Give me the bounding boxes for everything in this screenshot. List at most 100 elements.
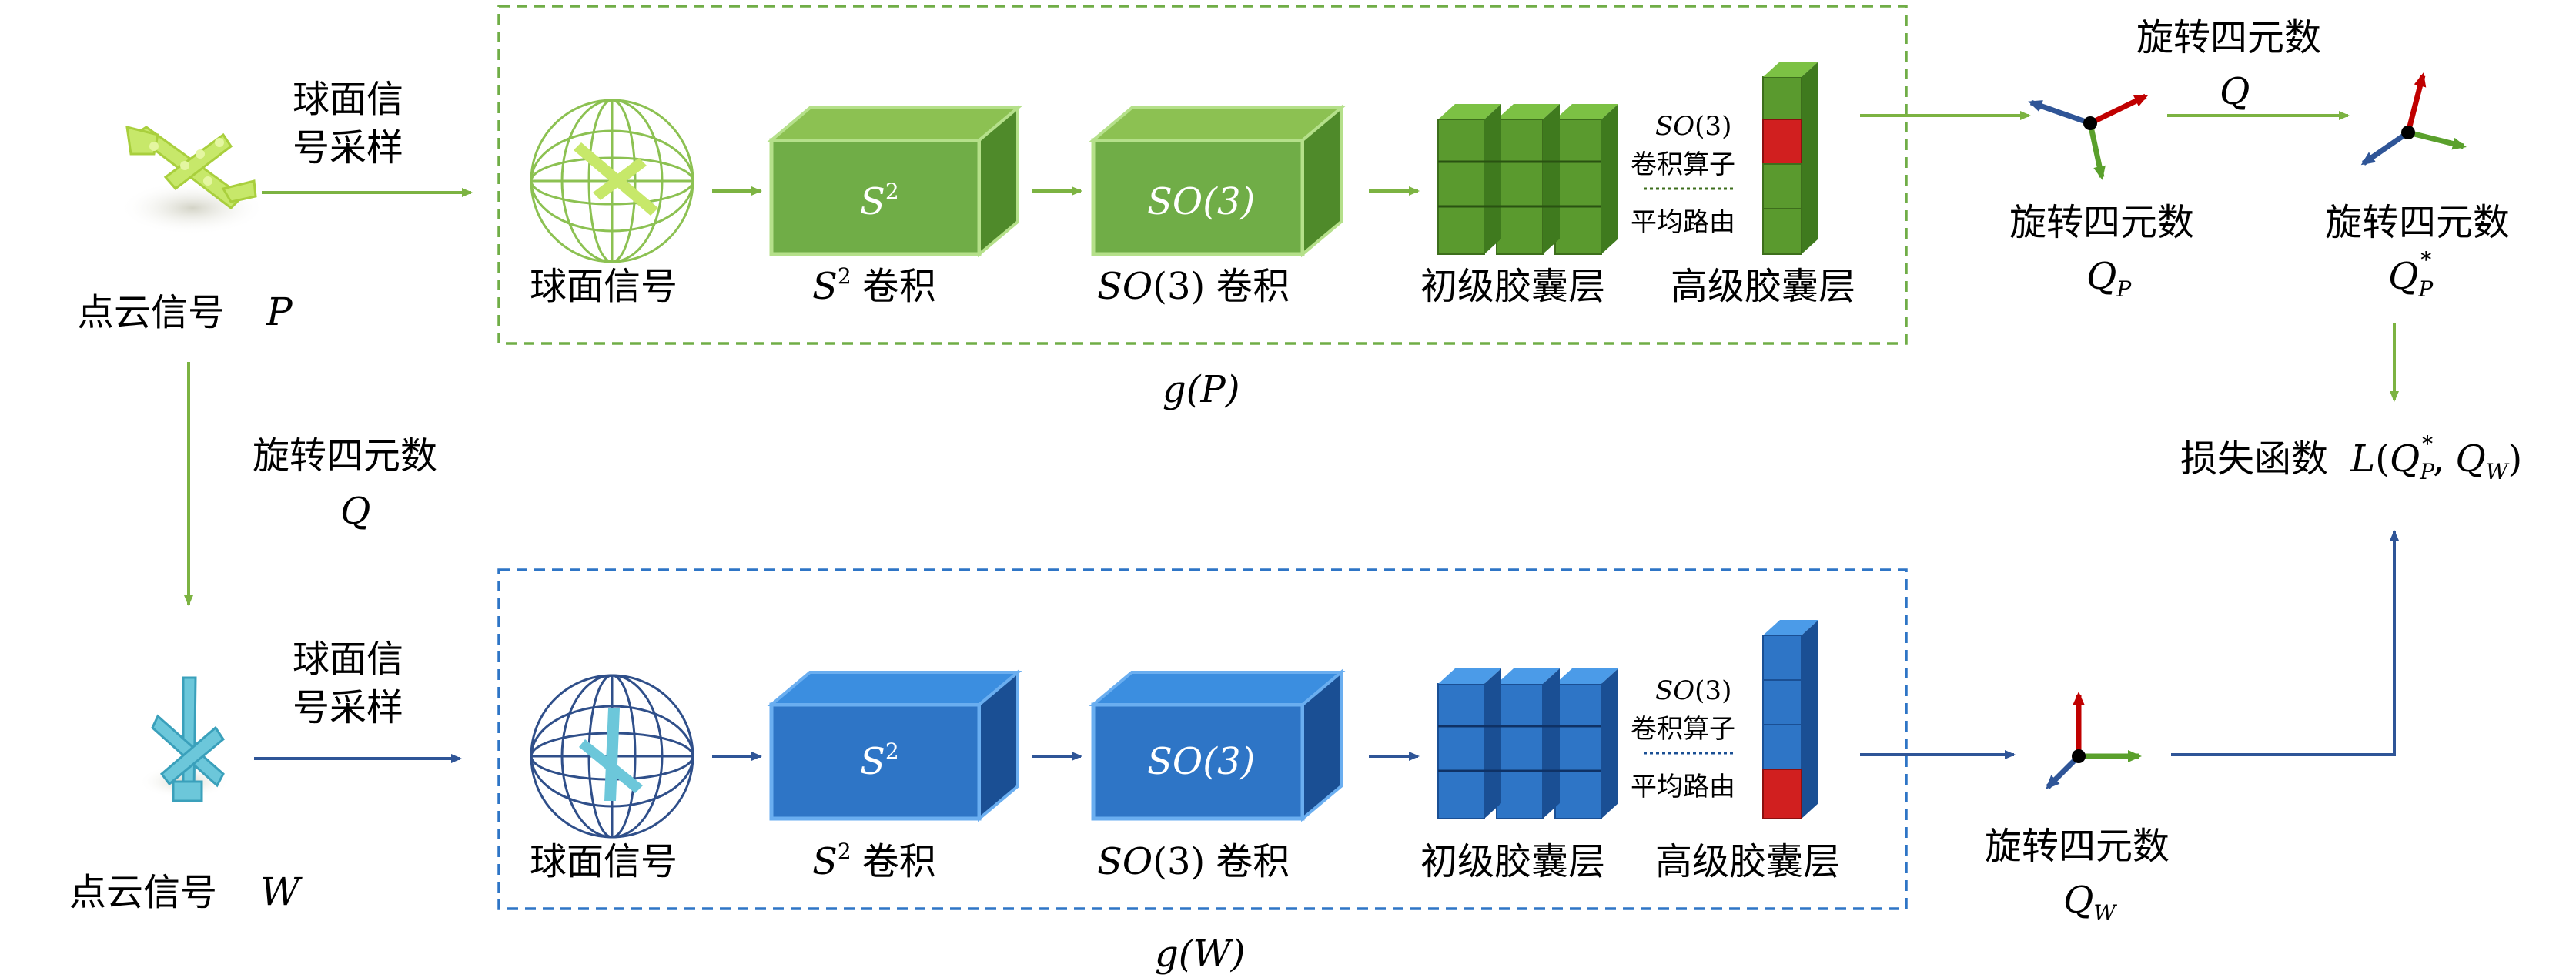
sampling-label-bottom-line1: 球面信 (293, 638, 403, 681)
g-arg-p: (P) (1186, 368, 1240, 411)
so3-conv-block-w (1089, 668, 1346, 822)
arrow-qw-to-loss (2171, 530, 2399, 756)
quat-p-star-sup: * (2420, 247, 2431, 273)
loss-open: ( (2375, 437, 2390, 481)
svg-text:点云信号: 点云信号 (77, 291, 225, 334)
quat-q-top-label: 旋转四元数 (2136, 16, 2321, 59)
so3-label-zh-p: 卷积 (1216, 265, 1290, 308)
s2-box-text-w: S (860, 740, 885, 783)
high-caps-label-p: 高级胶囊层 (1671, 265, 1855, 308)
quat-p-star-var: Q (2388, 255, 2418, 298)
sphere-label-w: 球面信号 (530, 840, 677, 883)
routing-line2-w: 卷积算子 (1631, 714, 1735, 745)
s2-conv-block-w (767, 668, 1022, 822)
loss-label: 损失函数 (2180, 437, 2328, 481)
s2-box-text-p: S (860, 180, 885, 223)
airplane-icon-p (119, 126, 266, 235)
quat-p-label: 旋转四元数 (2009, 201, 2194, 244)
input-label-p-zh: 点云信号 (77, 291, 225, 334)
routing-var-p: SO (1655, 111, 1694, 142)
s2-label-zh-p: 卷积 (862, 265, 936, 308)
svg-text:g(P): g(P) (1163, 368, 1239, 411)
svg-text:QP: QP (2086, 255, 2132, 302)
svg-text:QP*: QP * (2388, 247, 2434, 302)
quat-p-var: Q (2086, 255, 2116, 298)
sampling-label-top-line1: 球面信 (293, 78, 403, 121)
input-label-w-var: W (260, 869, 303, 914)
rotation-label: 旋转四元数 (253, 434, 437, 477)
g-func-p: g (1163, 368, 1186, 411)
s2-box-sup-p: 2 (885, 179, 899, 204)
svg-text:SO(3): SO(3) (1655, 111, 1731, 142)
network-box-p (497, 5, 1908, 345)
input-label-w-zh: 点云信号 (69, 871, 217, 914)
so3-label-paren-w: (3) (1153, 840, 1205, 883)
s2-box-sup-w: 2 (885, 739, 899, 764)
input-label-p-var: P (266, 290, 293, 334)
quat-w-sub: W (2093, 900, 2117, 926)
network-box-w (497, 568, 1908, 910)
svg-text:QW: QW (2063, 879, 2117, 926)
g-arg-w: (W) (1179, 933, 1246, 976)
s2-label-var-p: S (812, 265, 838, 308)
loss-q1-sup: * (2422, 431, 2433, 457)
so3-box-text-w: SO(3) (1147, 740, 1255, 783)
quat-p-star-label: 旋转四元数 (2325, 201, 2510, 244)
primary-capsule-grid-p (1437, 104, 1618, 255)
s2-conv-block-p (767, 104, 1022, 258)
routing-paren-w: (3) (1694, 675, 1731, 706)
high-caps-label-w: 高级胶囊层 (1655, 840, 1840, 883)
s2-label-zh-w: 卷积 (862, 840, 936, 883)
quat-q-top-var: Q (2220, 70, 2250, 113)
so3-conv-block-p (1089, 104, 1346, 258)
svg-text:SO(3)卷积: SO(3) 卷积 (1097, 840, 1290, 883)
routing-line3-w: 平均路由 (1631, 772, 1735, 802)
quat-p-sub: P (2116, 276, 2132, 302)
sampling-label-top-line2: 号采样 (293, 126, 403, 169)
routing-line2-p: 卷积算子 (1631, 149, 1735, 180)
loss-q1-sub: P (2419, 459, 2435, 484)
loss-close: ) (2508, 437, 2523, 481)
loss-comma: , (2433, 437, 2444, 481)
sphere-label-p: 球面信号 (530, 265, 677, 308)
primary-caps-label-w: 初级胶囊层 (1420, 840, 1605, 883)
so3-box-text-p: SO(3) (1147, 180, 1255, 223)
so3-label-var-p: SO (1097, 265, 1153, 308)
high-capsule-column-p (1762, 62, 1818, 255)
quat-w-var: Q (2063, 879, 2093, 922)
axes-icon-qw (2046, 692, 2142, 789)
rotation-var: Q (340, 490, 370, 533)
primary-caps-label-p: 初级胶囊层 (1420, 265, 1605, 308)
routing-line3-p: 平均路由 (1631, 207, 1735, 238)
high-capsule-column-w (1762, 620, 1818, 819)
loss-func: L (2350, 437, 2375, 481)
primary-capsule-grid-w (1437, 668, 1618, 819)
quat-p-star-sub: P (2417, 276, 2434, 302)
svg-text:SO(3): SO(3) (1655, 675, 1731, 706)
axes-icon-qp (2028, 93, 2149, 180)
sphere-airplane-w (579, 708, 643, 801)
axes-icon-qp-star (2360, 72, 2467, 166)
routing-paren-p: (3) (1694, 111, 1731, 142)
so3-label-var-w: SO (1097, 840, 1153, 883)
so3-label-zh-w: 卷积 (1216, 840, 1290, 883)
svg-text:S2: S2 (860, 739, 899, 783)
airplane-icon-w (139, 676, 231, 802)
quat-w-label: 旋转四元数 (1985, 825, 2170, 868)
s2-label-var-w: S (812, 840, 838, 883)
routing-var-w: SO (1655, 675, 1694, 706)
svg-text:损失函数 L(QP*,QW): 损失函数 L(QP*,QW) (2180, 431, 2522, 484)
s2-label-sup-p: 2 (838, 263, 851, 289)
sphere-icon-p (530, 99, 694, 263)
s2-label-sup-w: 2 (838, 839, 851, 864)
sphere-airplane-p (574, 142, 658, 216)
svg-text:S2: S2 (860, 179, 899, 223)
svg-text:SO(3)卷积: SO(3) 卷积 (1097, 265, 1290, 308)
sampling-label-bottom-line2: 号采样 (293, 686, 403, 729)
loss-q2-sub: W (2486, 459, 2510, 484)
svg-text:g(W): g(W) (1155, 933, 1246, 976)
so3-label-paren-p: (3) (1153, 265, 1205, 308)
